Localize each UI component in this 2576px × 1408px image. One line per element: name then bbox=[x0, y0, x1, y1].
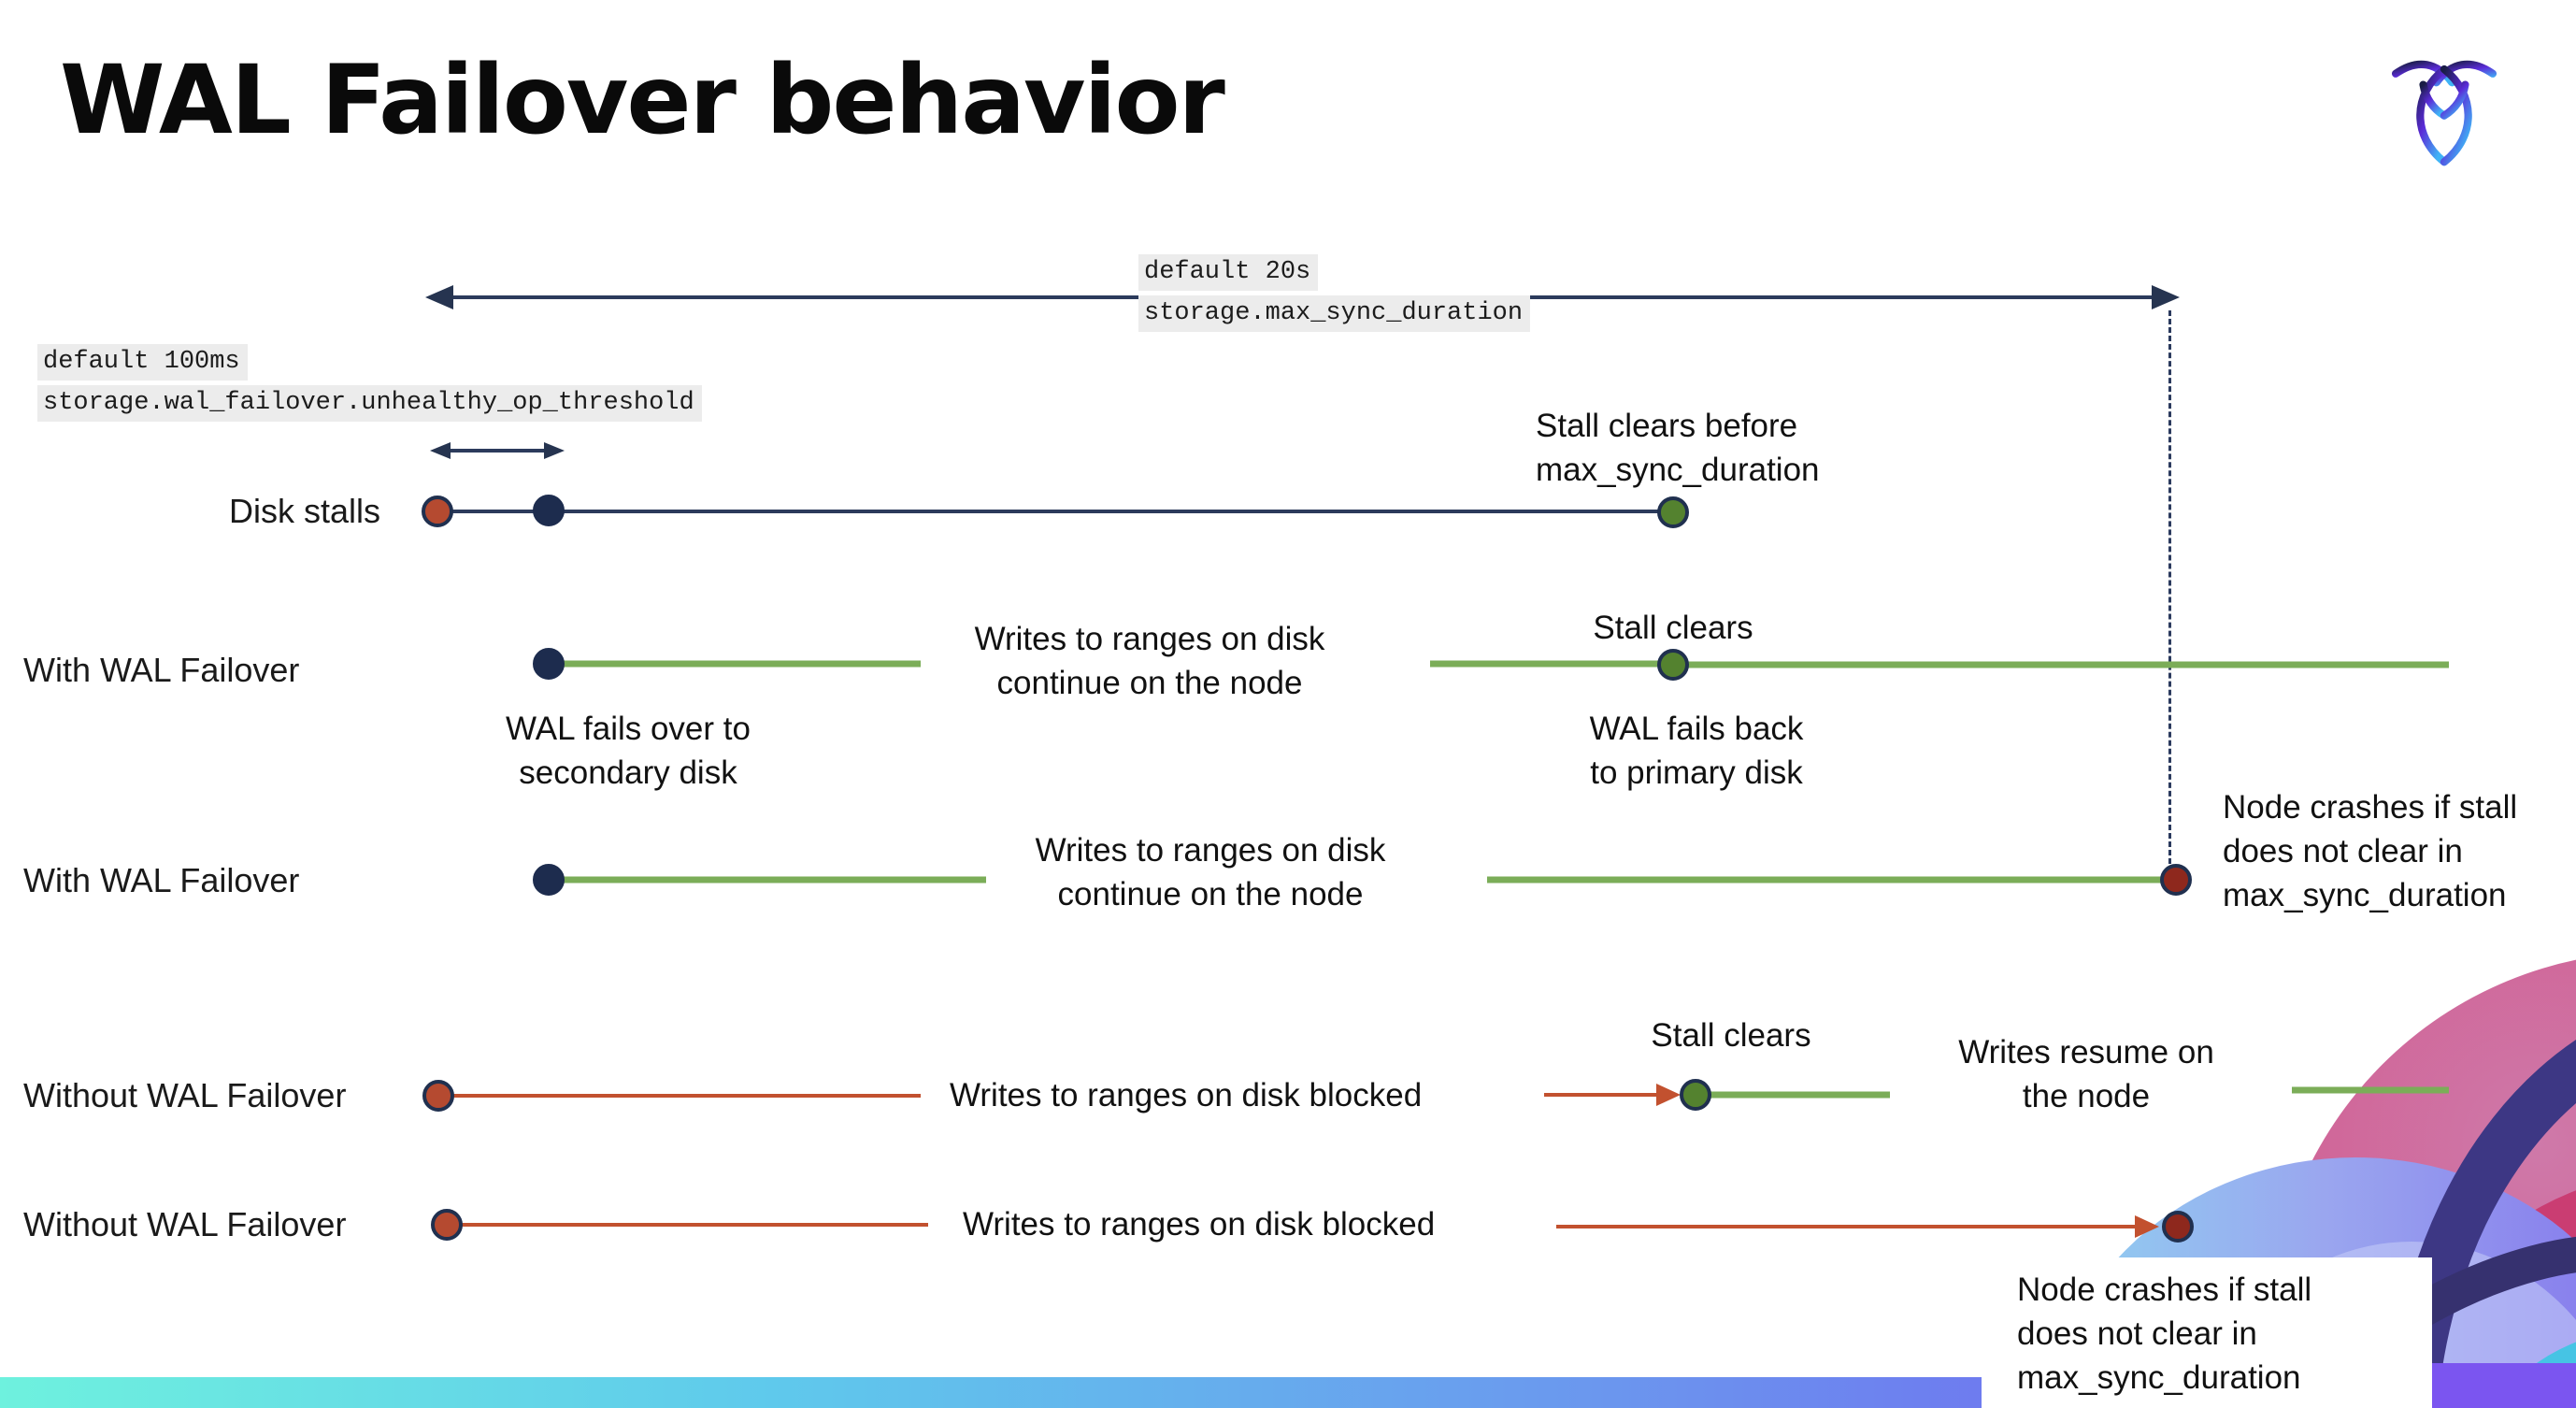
timeline-line-green bbox=[1430, 660, 1660, 668]
timeline-dot-stall-clears bbox=[1657, 649, 1689, 681]
timeline-dot-stall-start bbox=[422, 1080, 454, 1112]
max-sync-default-value: default 20s bbox=[1138, 254, 1319, 291]
unhealthy-op-setting-name: storage.wal_failover.unhealthy_op_thresh… bbox=[37, 385, 702, 422]
cockroachdb-logo-icon bbox=[2391, 60, 2497, 166]
timeline-line-rust bbox=[438, 1094, 921, 1098]
annotation-stall-clears: Stall clears bbox=[1651, 1017, 1811, 1054]
max-sync-duration-label: default 20s storage.max_sync_duration bbox=[1138, 254, 1531, 332]
annotation-writes-continue: Writes to ranges on disk continue on the… bbox=[974, 621, 1325, 701]
timeline-dot-stall-clears bbox=[1657, 496, 1689, 528]
annotation-writes-continue: Writes to ranges on disk continue on the… bbox=[1035, 832, 1386, 912]
dashed-connector bbox=[2168, 310, 2171, 864]
row-label-with-wal-failover: With WAL Failover bbox=[23, 651, 300, 689]
row-label-without-wal-failover: Without WAL Failover bbox=[23, 1076, 347, 1114]
unhealthy-op-arrow-line bbox=[447, 449, 546, 453]
annotation-writes-blocked: Writes to ranges on disk blocked bbox=[950, 1077, 1423, 1113]
timeline-dot-failover bbox=[533, 648, 565, 680]
timeline-line-green bbox=[1487, 876, 2167, 884]
timeline-dot-stall-start bbox=[431, 1209, 463, 1241]
arrowhead-right-icon bbox=[2135, 1215, 2159, 1238]
arrowhead-right-icon bbox=[544, 442, 565, 459]
timeline-dot-stall-clears bbox=[1680, 1079, 1711, 1111]
annotation-writes-blocked: Writes to ranges on disk blocked bbox=[963, 1206, 1436, 1243]
timeline-dot-stall-start bbox=[422, 496, 453, 527]
annotation-node-crashes: Node crashes if stall does not clear in … bbox=[2017, 1272, 2312, 1396]
timeline-line-rust bbox=[447, 1223, 928, 1227]
annotation-stall-clears-before: Stall clears before max_sync_duration bbox=[1536, 408, 1820, 488]
unhealthy-op-threshold-label: default 100ms storage.wal_failover.unhea… bbox=[37, 344, 702, 422]
timeline-line-rust bbox=[1556, 1225, 2140, 1228]
arrowhead-right-icon bbox=[2152, 285, 2180, 309]
max-sync-setting-name: storage.max_sync_duration bbox=[1138, 295, 1531, 332]
annotation-writes-resume: Writes resume on the node bbox=[1958, 1034, 2214, 1114]
arrowhead-left-icon bbox=[430, 442, 451, 459]
annotation-stall-clears: Stall clears bbox=[1593, 610, 1753, 646]
arrowhead-left-icon bbox=[425, 285, 453, 309]
crash-note-box bbox=[1982, 1257, 2432, 1408]
timeline-dot-node-crash bbox=[2160, 864, 2192, 896]
timeline-line-green bbox=[549, 876, 986, 884]
row-label-disk-stalls: Disk stalls bbox=[229, 492, 381, 530]
timeline-dot-threshold bbox=[533, 495, 565, 526]
timeline-line-navy bbox=[437, 510, 1662, 513]
annotation-wal-fails-over: WAL fails over to secondary disk bbox=[506, 711, 751, 791]
timeline-line-green bbox=[1688, 661, 2449, 668]
annotation-wal-fails-back: WAL fails back to primary disk bbox=[1589, 711, 1804, 791]
timeline-line-green bbox=[1707, 1091, 1890, 1099]
arrowhead-right-icon bbox=[1656, 1084, 1681, 1106]
timeline-line-green bbox=[2292, 1086, 2449, 1094]
page-title: WAL Failover behavior bbox=[60, 45, 1225, 156]
unhealthy-op-default-value: default 100ms bbox=[37, 344, 248, 381]
timeline-dot-node-crash bbox=[2162, 1211, 2194, 1243]
timeline-dot-failover bbox=[533, 864, 565, 896]
timeline-line-green bbox=[549, 660, 921, 668]
row-label-with-wal-failover: With WAL Failover bbox=[23, 861, 300, 899]
annotation-node-crashes: Node crashes if stall does not clear in … bbox=[2223, 789, 2518, 913]
timeline-line-rust bbox=[1544, 1093, 1664, 1097]
row-label-without-wal-failover: Without WAL Failover bbox=[23, 1205, 347, 1243]
